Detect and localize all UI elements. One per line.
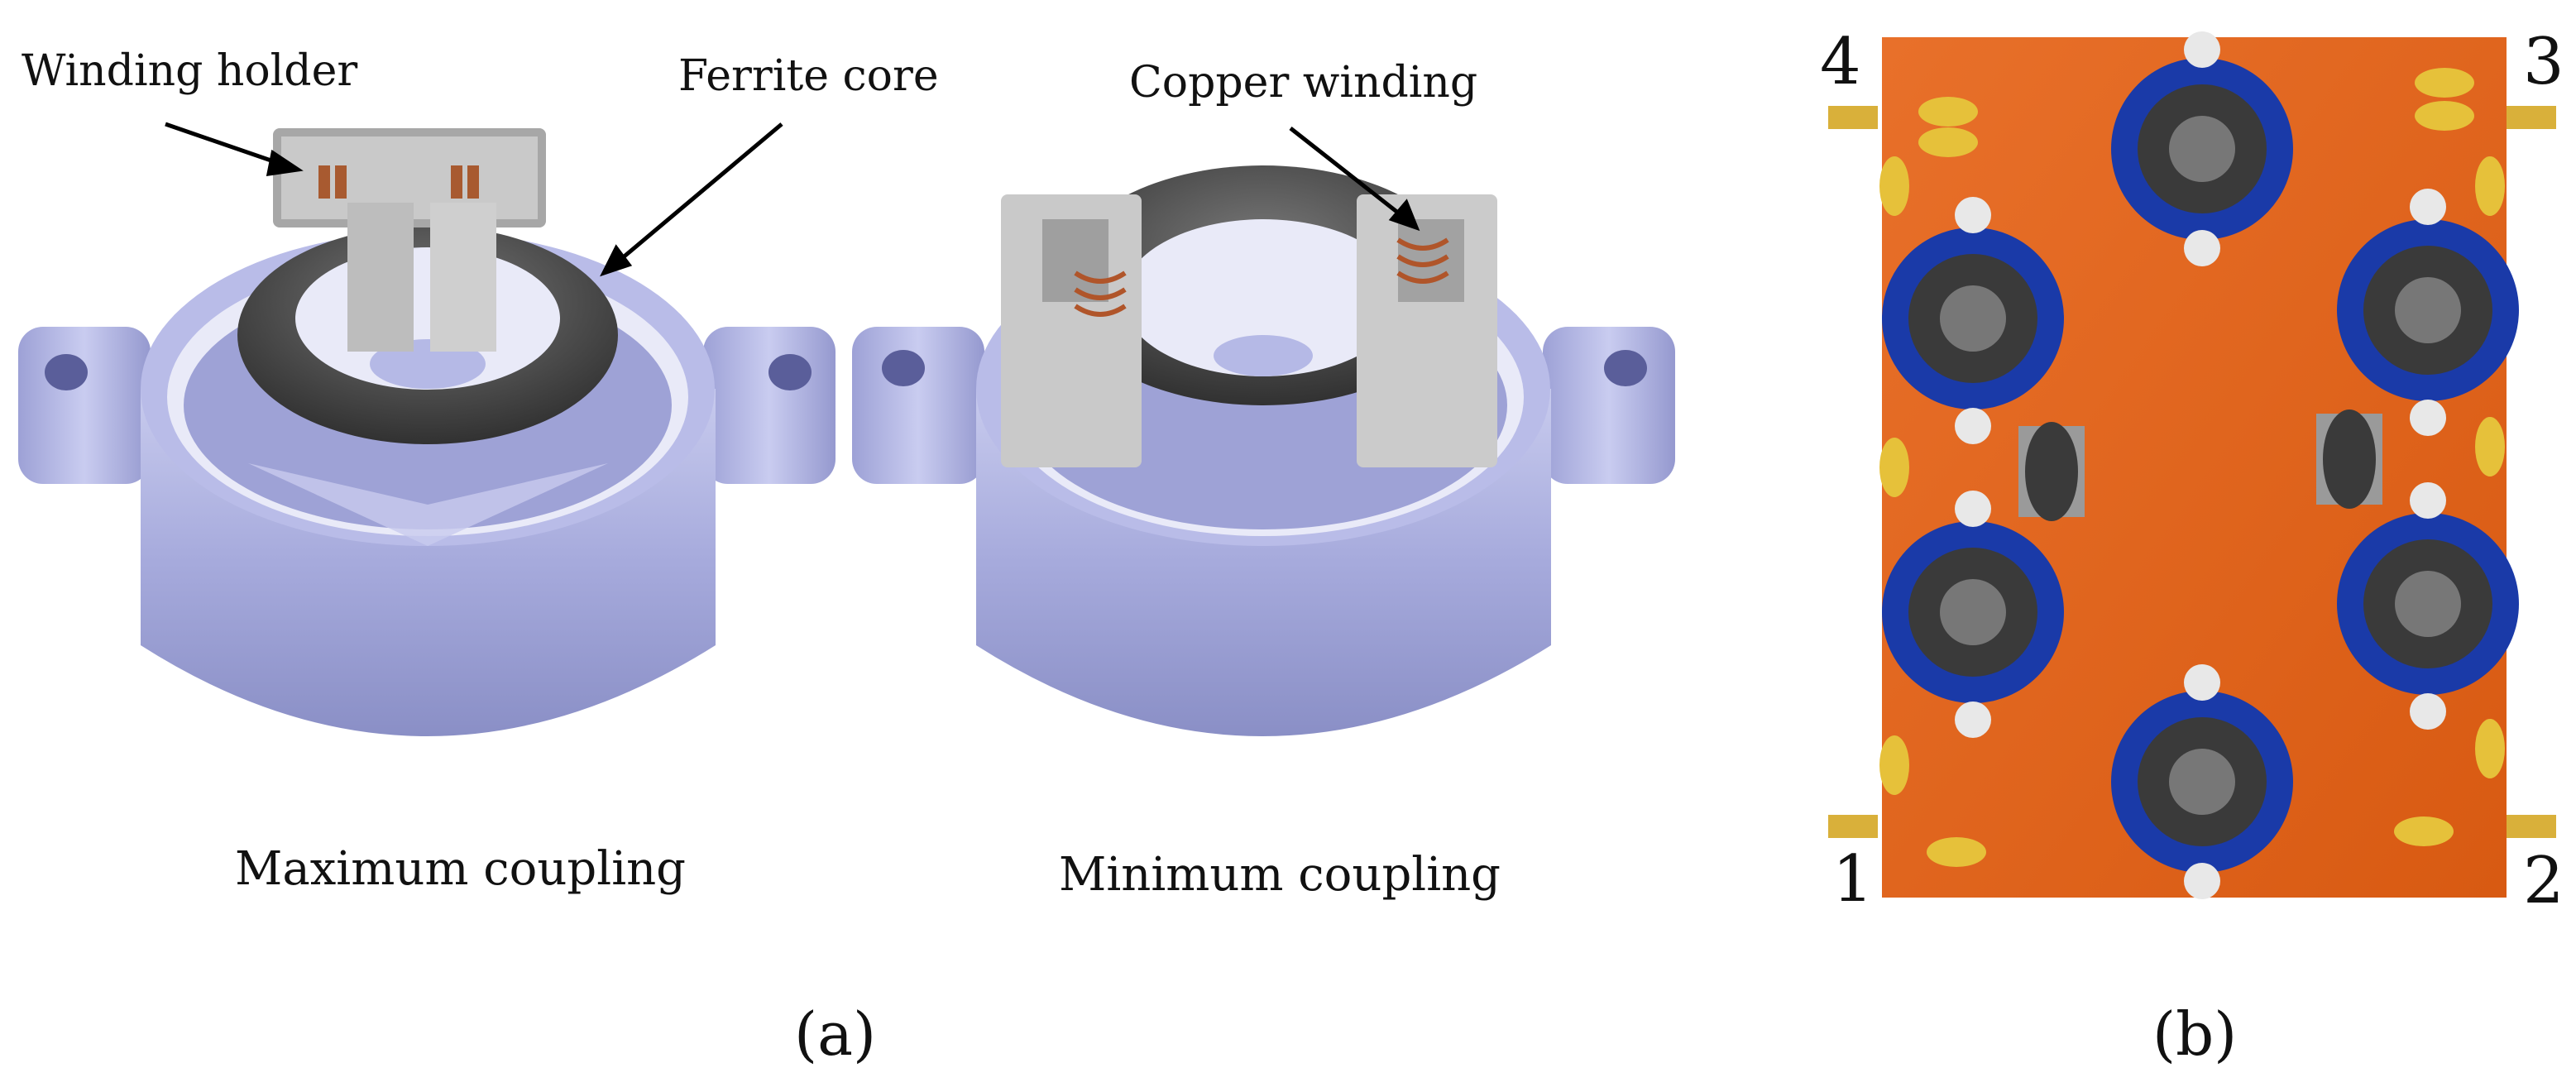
pcb-photo <box>1828 31 2556 899</box>
winding-holder-label: Winding holder <box>22 46 358 96</box>
port-label-2: 2 <box>2523 844 2564 918</box>
panel-label-a: (a) <box>794 999 877 1069</box>
port-label-3: 3 <box>2523 25 2564 99</box>
copper-winding-label: Copper winding <box>1129 58 1478 108</box>
min-coupling-caption: Minimum coupling <box>1059 848 1501 902</box>
min-coupling-render <box>852 165 1675 736</box>
panel-label-b: (b) <box>2152 999 2238 1069</box>
max-coupling-render <box>18 128 836 736</box>
port-label-1: 1 <box>1832 842 1874 917</box>
ferrite-core-label: Ferrite core <box>678 51 939 101</box>
port-label-4: 4 <box>1820 25 1861 99</box>
max-coupling-caption: Maximum coupling <box>235 842 687 896</box>
callout-arrows <box>165 122 1420 277</box>
